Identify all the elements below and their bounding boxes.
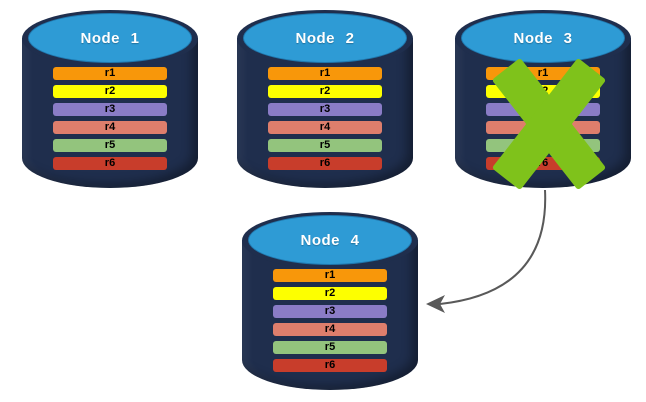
record-row-r1: r1 xyxy=(273,269,387,282)
node-3-cylinder-cap: Node 3 xyxy=(461,13,625,63)
node-1-cylinder-cap: Node 1 xyxy=(28,13,192,63)
record-row-r2: r2 xyxy=(486,85,600,98)
record-row-r5: r5 xyxy=(53,139,167,152)
node-1-title: Node 1 xyxy=(80,29,140,47)
record-row-r4: r4 xyxy=(53,121,167,134)
node-2-cylinder: Node 2 r1 r2 r3 r4 r5 r6 xyxy=(237,10,413,188)
node-2-record-rows: r1 r2 r3 r4 r5 r6 xyxy=(268,67,382,170)
record-row-r1: r1 xyxy=(53,67,167,80)
record-row-r6: r6 xyxy=(268,157,382,170)
record-row-r5: r5 xyxy=(486,139,600,152)
record-row-r2: r2 xyxy=(53,85,167,98)
record-row-r4: r4 xyxy=(486,121,600,134)
node-1-record-rows: r1 r2 r3 r4 r5 r6 xyxy=(53,67,167,170)
node-3-record-rows: r1 r2 r3 r4 r5 r6 xyxy=(486,67,600,170)
record-row-r4: r4 xyxy=(268,121,382,134)
record-row-r3: r3 xyxy=(268,103,382,116)
node-3-cylinder: Node 3 r1 r2 r3 r4 r5 r6 xyxy=(455,10,631,191)
record-row-r6: r6 xyxy=(273,359,387,372)
record-row-r2: r2 xyxy=(273,287,387,300)
record-row-r5: r5 xyxy=(268,139,382,152)
node-4-cylinder-cap: Node 4 xyxy=(248,215,412,265)
node-2-cylinder-cap: Node 2 xyxy=(243,13,407,63)
record-row-r1: r1 xyxy=(486,67,600,80)
record-row-r4: r4 xyxy=(273,323,387,336)
record-row-r2: r2 xyxy=(268,85,382,98)
node-4-title: Node 4 xyxy=(300,231,360,249)
node-4-cylinder: Node 4 r1 r2 r3 r4 r5 r6 xyxy=(242,212,418,390)
record-row-r6: r6 xyxy=(53,157,167,170)
record-row-r1: r1 xyxy=(268,67,382,80)
record-row-r6: r6 xyxy=(486,157,600,170)
record-row-r3: r3 xyxy=(273,305,387,318)
node-2-title: Node 2 xyxy=(295,29,355,47)
record-row-r5: r5 xyxy=(273,341,387,354)
record-row-r3: r3 xyxy=(486,103,600,116)
node-1-cylinder: Node 1 r1 r2 r3 r4 r5 r6 xyxy=(22,10,198,188)
node-3-title: Node 3 xyxy=(513,29,573,47)
record-row-r3: r3 xyxy=(53,103,167,116)
node-4-record-rows: r1 r2 r3 r4 r5 r6 xyxy=(273,269,387,372)
